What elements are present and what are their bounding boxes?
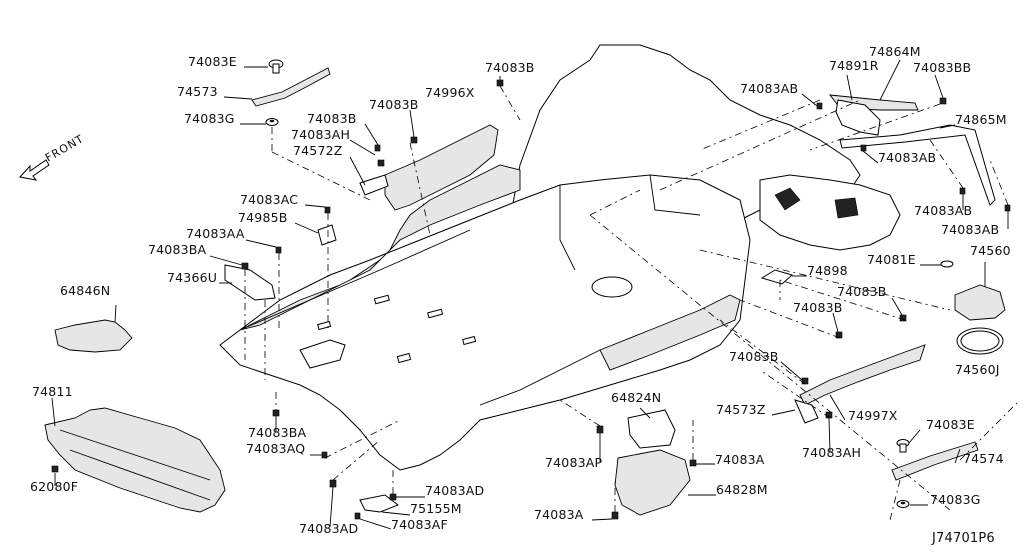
part-label-74083b-c: 74083B (369, 97, 419, 112)
fasteners (241, 79, 1011, 520)
part-label-74891r: 74891R (829, 58, 879, 73)
part-label-74560j: 74560J (955, 362, 1000, 377)
part-label-74996x: 74996X (425, 85, 475, 100)
part-label-74572z: 74572Z (293, 143, 343, 158)
part-label-64824n: 64824N (611, 390, 662, 405)
part-label-75155m: 75155M (410, 501, 462, 516)
part-label-74083b-e: 74083B (793, 300, 843, 315)
part-label-74811: 74811 (32, 384, 73, 399)
front-label: FRONT (43, 132, 86, 165)
part-label-74560: 74560 (970, 243, 1011, 258)
part-label-74083aq: 74083AQ (246, 441, 306, 456)
part-label-74083ab-c: 74083AB (914, 203, 973, 218)
part-label-74574: 74574 (963, 451, 1004, 466)
part-label-74083ba-a: 74083BA (148, 242, 207, 257)
part-label-74083b-f: 74083B (729, 349, 779, 364)
left-front-parts (44, 59, 499, 513)
part-label-74083ac: 74083AC (240, 192, 299, 207)
part-label-74083ad-a: 74083AD (425, 483, 485, 498)
part-label-74573: 74573 (177, 84, 218, 99)
part-label-74083ah-a: 74083AH (291, 127, 351, 142)
part-label-74083ab-d: 74083AB (941, 222, 1000, 237)
part-label-74083bb: 74083BB (913, 60, 972, 75)
part-label-74083aa: 74083AA (186, 226, 245, 241)
leader-lines (51, 59, 1009, 530)
part-label-74083g-b: 74083G (930, 492, 981, 507)
part-label-74081e: 74081E (867, 252, 916, 267)
part-label-74083ap: 74083AP (545, 455, 603, 470)
part-label-74083b-d: 74083B (837, 284, 887, 299)
part-label-74083ab-a: 74083AB (740, 81, 799, 96)
part-label-74573z: 74573Z (716, 402, 766, 417)
part-label-74083ba-b: 74083BA (248, 425, 307, 440)
right-side-parts (359, 94, 1006, 516)
part-label-74083b-b: 74083B (307, 111, 357, 126)
part-label-74997x: 74997X (848, 408, 898, 423)
part-label-74083ah-b: 74083AH (802, 445, 862, 460)
part-label-74083g-a: 74083G (184, 111, 235, 126)
part-label-74083e-a: 74083E (188, 54, 237, 69)
part-label-74898: 74898 (807, 263, 848, 278)
part-label-74366u: 74366U (167, 270, 218, 285)
floor-panel (219, 44, 901, 471)
part-label-74083ad-b: 74083AD (299, 521, 359, 536)
part-label-74083e-b: 74083E (926, 417, 975, 432)
front-arrow-icon: FRONT (19, 132, 86, 181)
part-label-64828m: 64828M (716, 482, 768, 497)
part-label-74083b-a: 74083B (485, 60, 535, 75)
part-label-74083ab-b: 74083AB (878, 150, 937, 165)
projection-lines (244, 85, 1021, 521)
part-label-74083a-a: 74083A (715, 452, 765, 467)
diagram-code: J74701P6 (932, 531, 995, 546)
part-label-74083a-b: 74083A (534, 507, 584, 522)
part-label-74985b: 74985B (238, 210, 288, 225)
part-label-74865m: 74865M (955, 112, 1007, 127)
part-label-74083af: 74083AF (391, 517, 448, 532)
part-label-62080f: 62080F (30, 479, 79, 494)
part-label-74864m: 74864M (869, 44, 921, 59)
part-label-64846n: 64846N (60, 283, 111, 298)
